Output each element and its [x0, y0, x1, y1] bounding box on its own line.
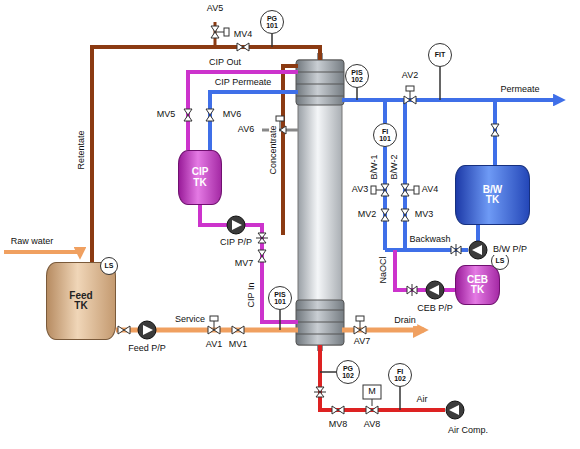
ceb-suction-pipe — [444, 288, 455, 292]
cip-out-pipe — [188, 72, 298, 150]
valves — [118, 26, 499, 414]
cip-tank: CIP TK — [178, 150, 222, 205]
line-label: B/W-1 — [370, 154, 380, 181]
valve-tag: MV3 — [414, 210, 435, 220]
pump-label: CEB P/P — [416, 304, 454, 314]
valve-tag: AV2 — [401, 71, 419, 81]
node-text: CEB TK — [467, 275, 488, 296]
pump-label: CIP P/P — [219, 238, 253, 248]
pump-label: Feed P/P — [127, 344, 167, 354]
node-text: PG 101 — [266, 15, 278, 30]
line-label: Retentate — [77, 129, 87, 170]
level-switch: LS — [100, 257, 118, 275]
pump-label: B/W P/P — [492, 245, 528, 255]
valve-tag: MV5 — [156, 110, 177, 120]
pumps — [138, 216, 487, 419]
equipment-label: Air Comp. — [447, 426, 489, 436]
retentate-pipe — [92, 47, 320, 262]
line-label: B/W-2 — [390, 154, 400, 181]
air-pipe — [320, 345, 445, 410]
permeate-pipe — [342, 98, 562, 102]
membrane-module — [296, 53, 344, 351]
line-label: Concentrate — [269, 124, 279, 175]
node-text: LS — [105, 262, 114, 269]
node-text: PIS 101 — [274, 291, 286, 306]
pipes — [4, 22, 562, 410]
node-text: CIP TK — [192, 167, 209, 188]
line-label: Drain — [393, 316, 417, 326]
bw-suction-pipe — [476, 225, 480, 241]
node-text: PIS 102 — [351, 69, 363, 84]
node-text: PG 102 — [342, 365, 354, 380]
line-label: Air — [416, 395, 429, 405]
raw-water-pipe — [4, 252, 80, 256]
line-label: CIP Permeate — [214, 78, 272, 88]
cip-permeate-pipe — [210, 92, 298, 150]
line-label: CIP In — [247, 282, 257, 309]
feed-tank: Feed TK LS — [46, 262, 116, 340]
valve-tag: MV8 — [328, 420, 349, 430]
valve-tag: AV6 — [237, 125, 255, 135]
line-label: Service — [174, 315, 206, 325]
valve-tag: MV6 — [222, 110, 243, 120]
flow-indicator: FI 101 — [373, 123, 397, 147]
motor-symbol: M — [367, 387, 377, 397]
node-text: LS — [496, 257, 505, 264]
valve-tag: AV7 — [353, 337, 371, 347]
pressure-switch: PIS 102 — [345, 64, 369, 88]
node-text: FI 101 — [379, 128, 391, 143]
line-label: Backwash — [408, 235, 451, 245]
valve-tag: AV3 — [351, 185, 369, 195]
cip-in-pipe — [245, 225, 298, 322]
valve-tag: AV8 — [363, 420, 381, 430]
ceb-tank: CEB TKLS — [455, 265, 500, 305]
bw2-pipe — [403, 100, 407, 250]
pressure-gauge: PG 102 — [336, 360, 360, 384]
node-text: Feed TK — [69, 291, 92, 312]
flow-transmitter: FIT — [428, 43, 452, 67]
node-text: FIT — [435, 51, 446, 58]
valve-tag: MV4 — [233, 30, 254, 40]
instrument-stems — [272, 34, 440, 410]
valve-tag: MV1 — [228, 340, 249, 350]
valve-tag: AV4 — [421, 185, 439, 195]
cip-suction-pipe — [200, 205, 227, 225]
line-label: CIP Out — [208, 58, 242, 68]
node-text: B/W TK — [483, 185, 502, 206]
valve-tag: AV1 — [205, 340, 223, 350]
pressure-switch: PIS 101 — [268, 286, 292, 310]
pressure-gauge: PG 101 — [260, 10, 284, 34]
line-label: NaOCl — [379, 255, 389, 284]
node-text: FI 102 — [394, 368, 406, 383]
valve-tag: MV7 — [234, 259, 255, 269]
flow-indicator: FI 102 — [388, 363, 412, 387]
line-label: Raw water — [10, 237, 55, 247]
line-label: Permeate — [499, 85, 540, 95]
naocl-pipe — [395, 250, 426, 290]
valve-tag: MV2 — [357, 210, 378, 220]
valve-tag: AV5 — [206, 4, 224, 14]
backwash-tank: B/W TK — [455, 165, 530, 225]
